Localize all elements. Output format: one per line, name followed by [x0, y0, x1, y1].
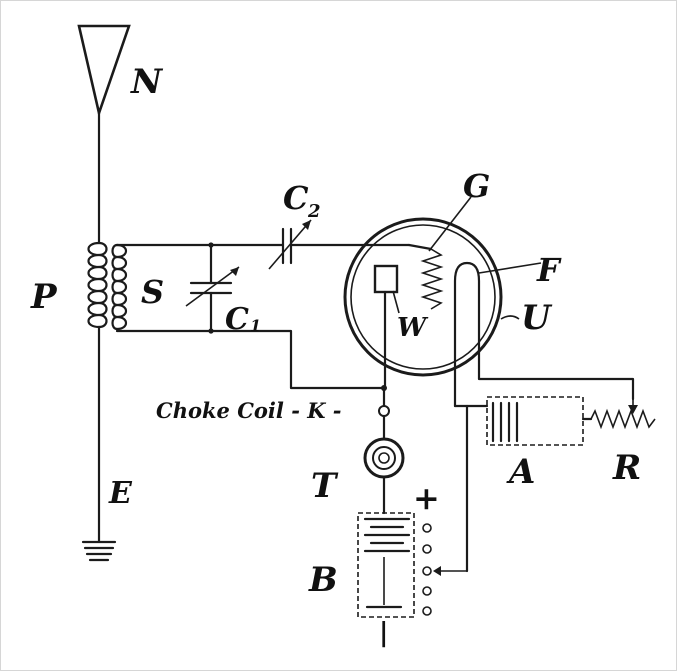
filament: [453, 261, 635, 573]
label-battery-b: B: [308, 560, 338, 600]
battery-b-taps: [422, 523, 467, 616]
choke-coil-terminal: [378, 405, 390, 417]
label-c1-subscript: 1: [250, 316, 261, 335]
label-battery-a: A: [506, 452, 535, 492]
label-antenna: N: [130, 62, 164, 102]
rheostat: [590, 399, 656, 430]
label-plate: W: [397, 313, 429, 343]
telephone-receiver: [363, 437, 405, 479]
label-battery-plus: +: [413, 479, 440, 517]
primary-coil: [87, 241, 108, 329]
label-c2-subscript: 2: [307, 201, 321, 222]
antenna: [77, 24, 131, 118]
earth-ground-symbol: [81, 540, 117, 562]
bulb-leader-line: [500, 315, 520, 320]
filament-leader-line: [478, 262, 542, 274]
label-secondary: S: [141, 273, 164, 311]
label-earth: E: [108, 476, 133, 511]
grid-electrode: [407, 243, 444, 310]
vacuum-tube-bulb: [343, 217, 503, 377]
secondary-bottom-wire: [115, 329, 386, 390]
label-telephone: T: [311, 466, 339, 506]
secondary-coil: [111, 243, 128, 331]
plate-electrode: [373, 264, 400, 390]
capacitor-c2: [268, 219, 312, 270]
label-filament: F: [536, 251, 562, 289]
label-grid: G: [463, 167, 490, 205]
capacitor-c1: [185, 242, 240, 334]
label-c1: C: [225, 302, 249, 337]
label-bulb: U: [521, 298, 553, 338]
label-c2: C: [283, 179, 309, 217]
battery-a: [486, 396, 593, 446]
battery-b: [357, 512, 415, 618]
label-battery-minus: |: [379, 618, 388, 648]
label-primary: P: [30, 277, 58, 317]
label-rheostat: R: [612, 448, 641, 488]
label-choke-coil: Choke Coil - K -: [156, 398, 342, 423]
grid-leader-line: [428, 196, 472, 252]
